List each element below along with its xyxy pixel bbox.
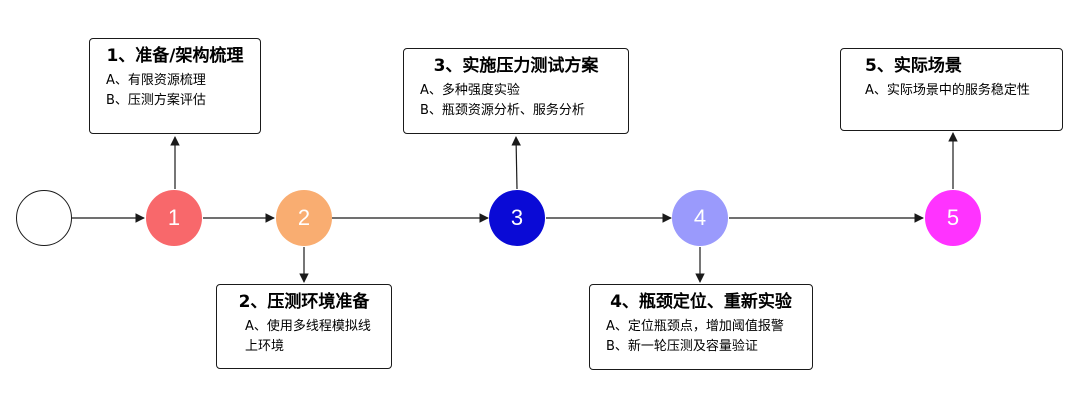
step-title-4: 4、瓶颈定位、重新实验 [610,292,792,312]
step-node-3: 3 [489,190,545,246]
step-title-2: 2、压测环境准备 [238,292,370,312]
step-node-5-label: 5 [946,205,960,230]
arrow-3-to-box [511,136,521,190]
step-title-3: 3、实施压力测试方案 [433,56,599,76]
step-3-item-a: A、多种强度实验 [420,83,520,98]
step-node-4-label: 4 [693,205,707,230]
step-title-5: 5、实际场景 [865,56,962,76]
step-3-item-b: B、瓶颈资源分析、服务分析 [420,103,585,118]
step-4-item-b: B、新一轮压测及容量验证 [606,339,758,354]
step-node-1-label: 1 [167,205,181,230]
step-node-3-label: 3 [510,205,524,230]
start-node [16,190,72,246]
step-node-5: 5 [925,190,981,246]
step-node-2: 2 [276,190,332,246]
step-1-item-a: A、有限资源梳理 [106,73,206,88]
step-4-item-a: A、定位瓶颈点，增加阈值报警 [606,319,784,334]
step-2-item-a: A、使用多线程模拟线上环境 [245,319,371,354]
step-node-4: 4 [672,190,728,246]
step-box-2: 2、压测环境准备 A、使用多线程模拟线上环境 [216,284,392,369]
step-1-item-b: B、压测方案评估 [106,93,206,108]
step-node-2-label: 2 [297,205,311,230]
step-box-5: 5、实际场景 A、实际场景中的服务稳定性 [840,48,1063,131]
step-title-1: 1、准备/架构梳理 [106,46,244,66]
step-5-item-a: A、实际场景中的服务稳定性 [865,83,1030,98]
step-box-1: 1、准备/架构梳理 A、有限资源梳理 B、压测方案评估 [89,38,261,134]
step-box-3: 3、实施压力测试方案 A、多种强度实验 B、瓶颈资源分析、服务分析 [403,48,629,134]
step-node-1: 1 [146,190,202,246]
step-box-4: 4、瓶颈定位、重新实验 A、定位瓶颈点，增加阈值报警 B、新一轮压测及容量验证 [589,284,813,370]
